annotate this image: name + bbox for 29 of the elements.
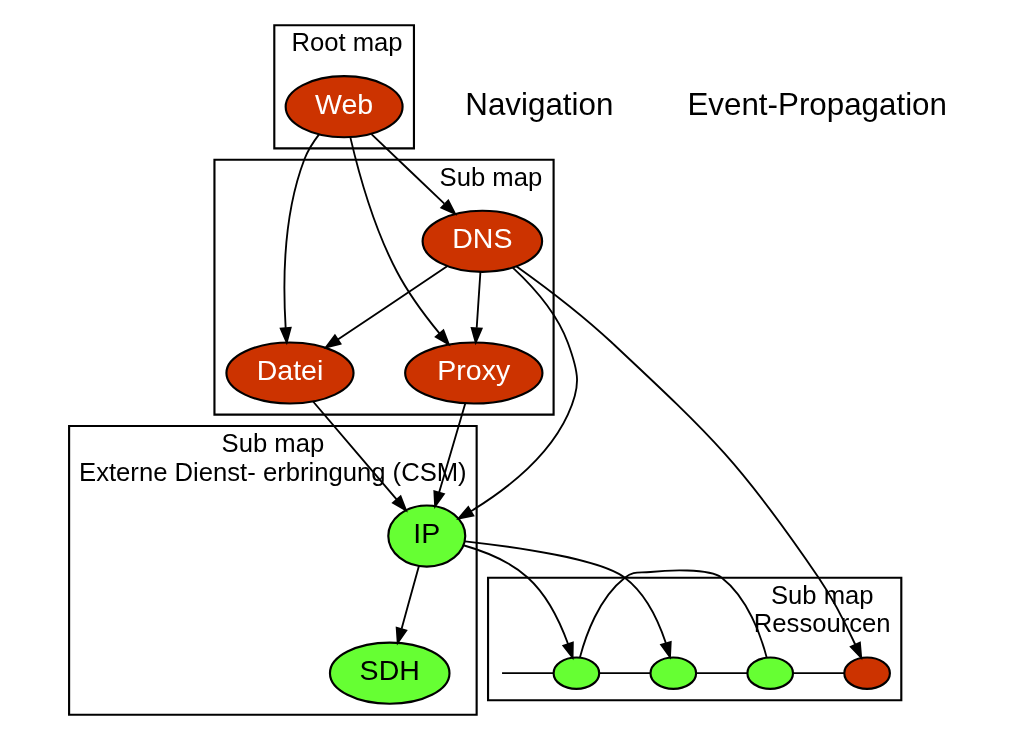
node-ellipse: Proxy — [404, 341, 544, 405]
connector — [792, 672, 845, 675]
connector — [598, 672, 652, 675]
arrow — [462, 544, 574, 661]
node-circle — [746, 656, 795, 690]
arrow — [349, 136, 451, 347]
label: Event-Propagation — [687, 86, 947, 122]
connector — [501, 672, 555, 675]
node-ellipse: Web — [284, 75, 404, 139]
node-circle — [649, 656, 698, 690]
arrow — [470, 271, 483, 346]
arrow — [456, 266, 578, 520]
node-ellipse: Datei — [225, 341, 355, 405]
node-circle — [552, 656, 601, 690]
arrow — [323, 265, 449, 350]
label: Navigation — [465, 86, 614, 122]
arrow — [464, 540, 672, 660]
arrow — [311, 400, 408, 513]
arrow — [395, 565, 420, 646]
node-ellipse: DNS — [421, 209, 544, 273]
arrow — [433, 402, 467, 509]
node-ellipse: IP — [387, 504, 467, 568]
connector — [695, 672, 749, 675]
arrow — [279, 133, 321, 346]
node-circle — [843, 656, 891, 690]
arrow — [370, 133, 458, 216]
arrow — [515, 265, 863, 661]
node-ellipse: SDH — [328, 641, 451, 705]
connector — [578, 569, 768, 659]
